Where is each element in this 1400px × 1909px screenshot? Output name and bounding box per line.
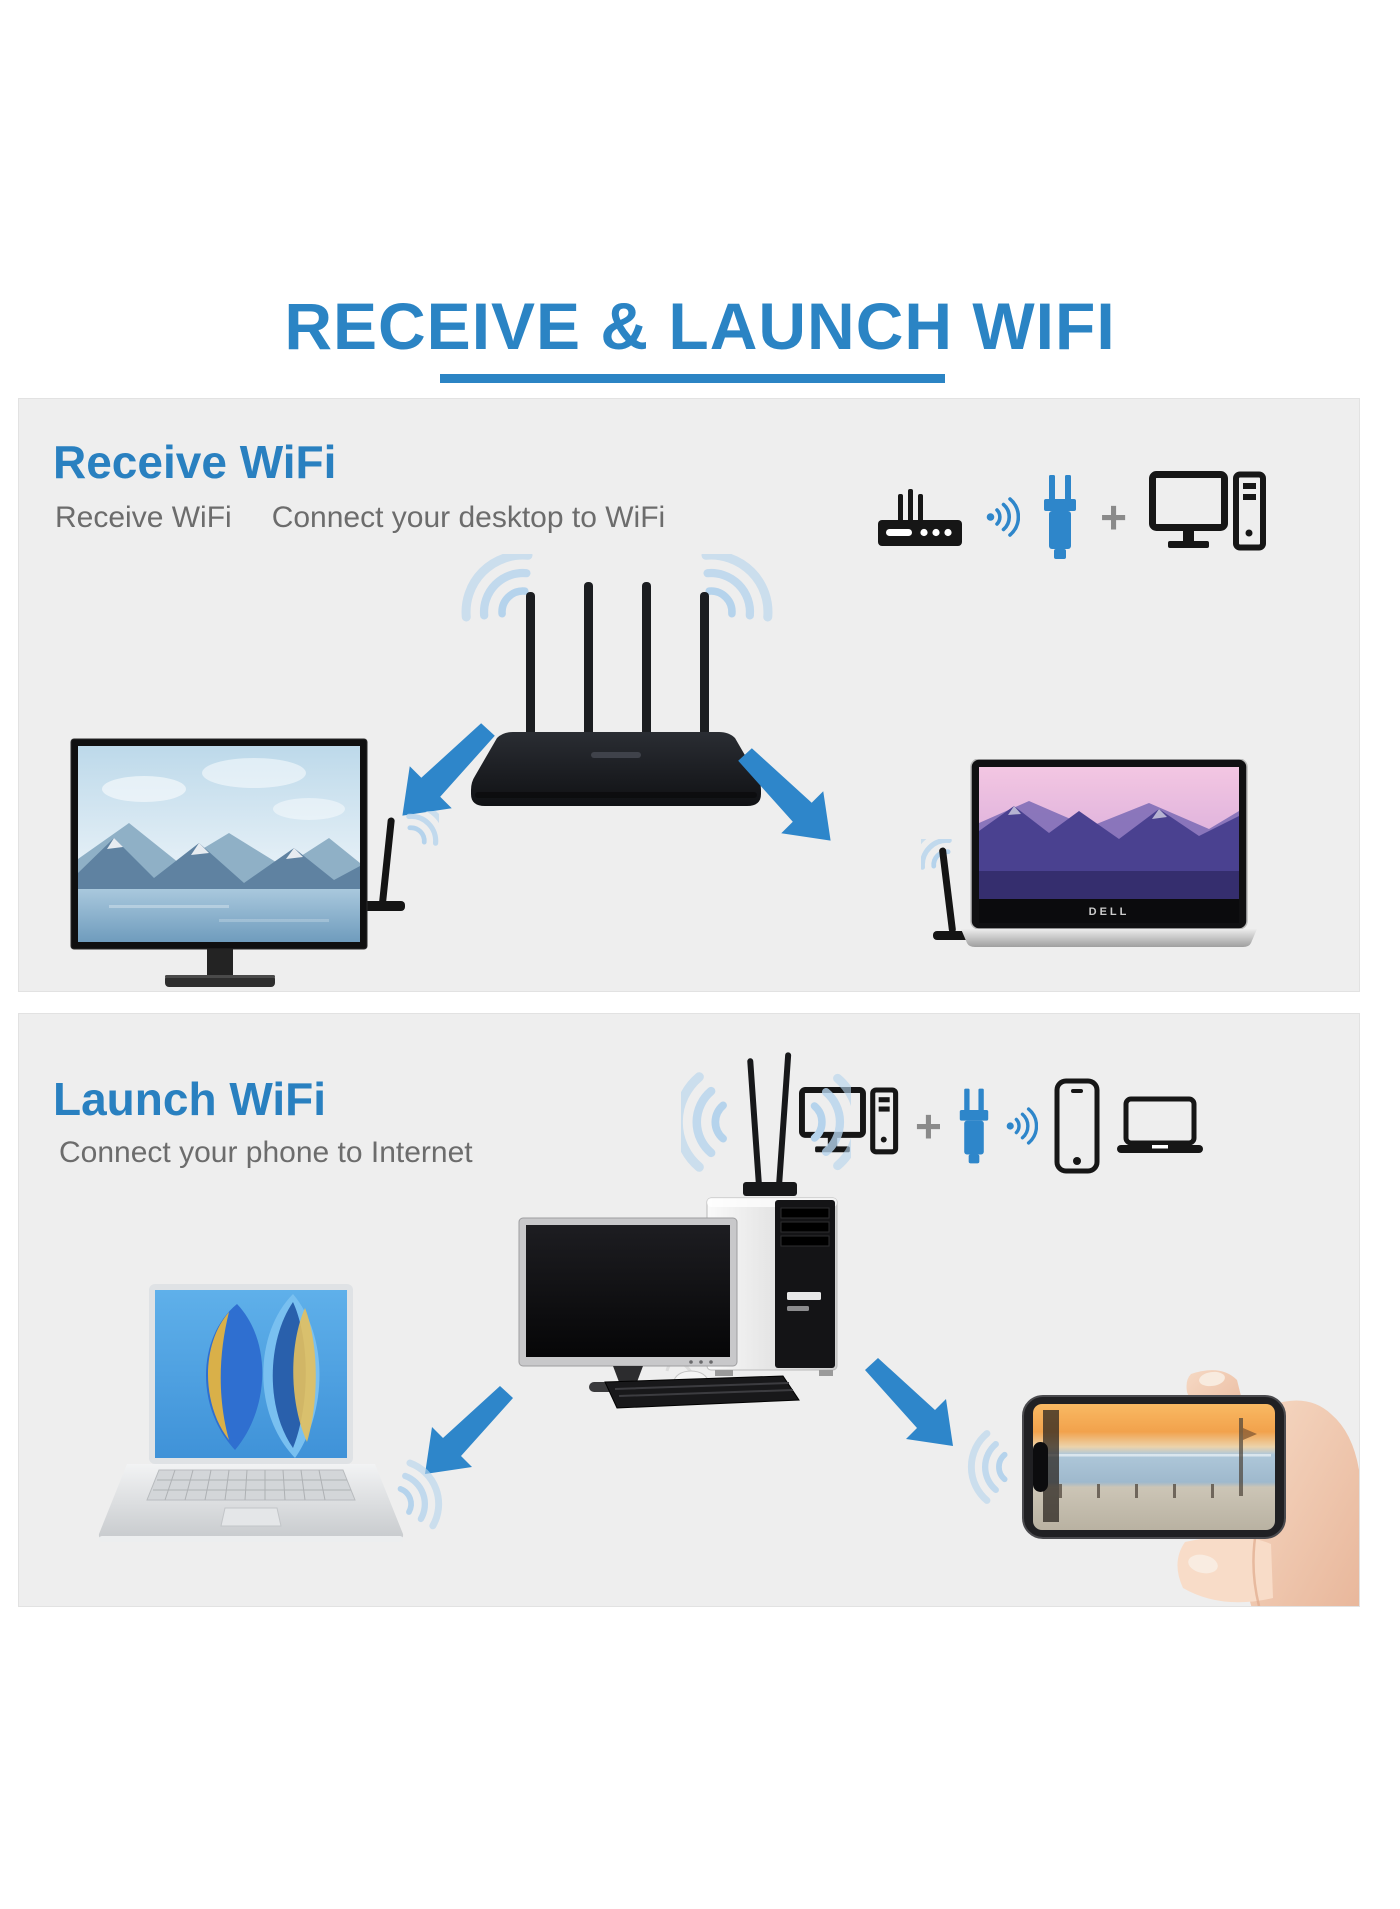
laptop2-trackpad: [220, 1507, 282, 1527]
laptop-illustration: DELL: [961, 759, 1257, 947]
pc-keyboard: [604, 1375, 800, 1409]
router-illustration: [461, 554, 773, 806]
monitor-screen-landscape: [78, 746, 360, 942]
wifi-arcs-phone: [967, 1430, 1008, 1504]
receive-formula-row: +: [876, 469, 1267, 565]
phone-icon: [1054, 1078, 1100, 1174]
laptop-icon: [1116, 1096, 1203, 1153]
usb-antenna-laptop: [921, 839, 971, 940]
receive-heading: Receive WiFi: [53, 436, 337, 488]
router-body: [471, 732, 761, 806]
antenna-signal-icon: [681, 1052, 851, 1196]
phone: [1022, 1395, 1286, 1539]
pc-tower: [706, 1197, 838, 1376]
hand-phone-illustration: [967, 1370, 1359, 1606]
router-antennas: [526, 582, 709, 742]
arrow-down-left: [425, 1386, 513, 1474]
laptop-screen-landscape: [979, 767, 1239, 899]
laptop2-screen-wallpaper: [155, 1290, 347, 1458]
wifi-signal-icon: [986, 497, 1021, 537]
receive-subtitle-right: Connect your desktop to WiFi: [271, 501, 666, 534]
desktop-pc-icon: [1149, 471, 1266, 551]
arrow-down-left: [402, 723, 495, 816]
usb-antenna-monitor: [359, 811, 439, 911]
wifi-arcs-laptop2: [397, 1459, 443, 1530]
adapter-antennas: [743, 1052, 797, 1196]
desktop-workstation-illustration: [518, 1197, 838, 1409]
monitor-illustration: [70, 738, 368, 987]
wifi-signal-icon: [1006, 1107, 1038, 1145]
usb-wifi-adapter-icon: [1044, 475, 1077, 559]
router-icon: [878, 489, 963, 546]
title-underline: [440, 374, 945, 383]
phone-screen-sunset: [1033, 1404, 1275, 1530]
wifi-arcs-left: [461, 554, 533, 622]
arrow-down-right: [865, 1358, 953, 1446]
plus-sign: +: [1100, 491, 1127, 543]
launch-wifi-panel: Launch WiFi Connect your phone to Intern…: [18, 1013, 1360, 1607]
plus-sign: +: [915, 1100, 942, 1152]
usb-wifi-adapter-icon: [959, 1088, 989, 1164]
receive-subtitle-left: Receive WiFi: [55, 501, 232, 534]
launch-heading: Launch WiFi: [53, 1073, 327, 1125]
laptop-brand-logo: DELL: [1089, 906, 1130, 918]
arrow-down-right: [738, 748, 831, 841]
page-title: RECEIVE & LAUNCH WIFI: [284, 289, 1116, 363]
laptop2-keyboard: [146, 1469, 356, 1501]
receive-subtitle: Receive WiFi Connect your desktop to WiFi: [55, 501, 665, 535]
wifi-arcs-right: [701, 554, 773, 622]
launch-formula-row: +: [799, 1072, 1204, 1180]
laptop2-illustration: [98, 1284, 404, 1542]
launch-subtitle: Connect your phone to Internet: [59, 1136, 473, 1169]
pc-monitor: [518, 1217, 738, 1392]
